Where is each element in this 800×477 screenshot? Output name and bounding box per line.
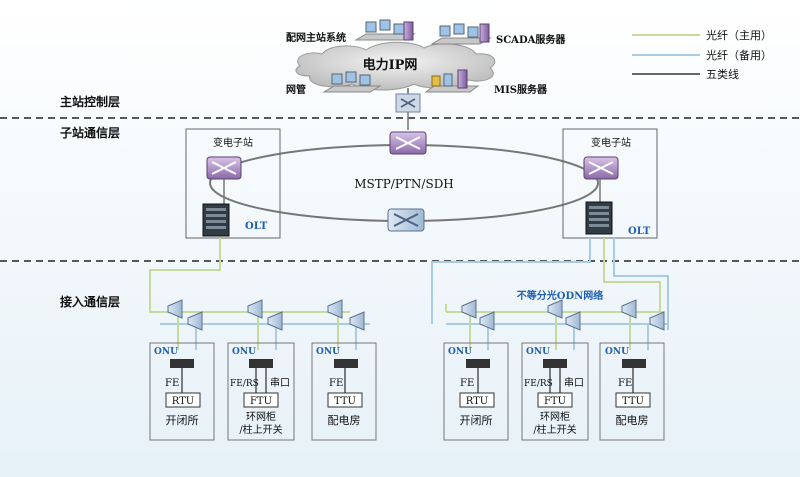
left-olt-label: OLT xyxy=(245,221,268,232)
fe-rs-label: FE/RS xyxy=(230,379,259,389)
splitter-icon xyxy=(247,299,263,319)
terminal-box xyxy=(149,342,215,441)
onu-label: ONU xyxy=(605,347,629,357)
substation-layer: MSTP/PTN/SDH 变电子站 OLT xyxy=(185,112,658,239)
right-substation-title: 变电子站 xyxy=(591,136,631,149)
onu-device xyxy=(622,359,646,368)
splitter-icon xyxy=(267,311,283,331)
network-management-label: 网管 xyxy=(286,83,306,96)
ttu-label: TTU xyxy=(622,396,644,407)
onu-label: ONU xyxy=(154,347,178,357)
onu-device xyxy=(543,359,567,368)
rtu-box xyxy=(165,392,201,408)
master-station: 电力IP网 配网主站系统 SCADA服务器 网管 xyxy=(286,19,566,113)
terminal-box xyxy=(227,342,295,441)
onu-label: ONU xyxy=(316,347,340,357)
ttu-label: TTU xyxy=(334,396,356,407)
right-substation-box xyxy=(562,128,658,239)
onu-device xyxy=(466,359,490,368)
terminal-ring-cabinet-left: ONU FE/RS 串口 FTU 环网柜 /柱上开关 xyxy=(227,342,295,441)
fe-rs-label: FE/RS xyxy=(524,379,553,389)
switch-station-label: 开闭所 xyxy=(166,414,199,427)
fe-label: FE xyxy=(618,378,632,389)
left-substation-router xyxy=(206,156,242,180)
splitter-icon xyxy=(565,311,581,331)
right-olt-device xyxy=(585,201,613,235)
terminal-box xyxy=(311,342,377,441)
pole-switch-label: /柱上开关 xyxy=(533,423,576,436)
splitter-icon xyxy=(479,311,495,331)
terminal-distribution-room-left: ONU FE TTU 配电房 xyxy=(311,342,377,441)
ftu-box xyxy=(537,392,573,408)
onu-label: ONU xyxy=(448,347,472,357)
onu-device xyxy=(249,359,273,368)
fe-label: FE xyxy=(165,378,179,389)
onu-label: ONU xyxy=(232,347,256,357)
fe-label: FE xyxy=(460,378,474,389)
onu-device xyxy=(334,359,358,368)
splitter-icon xyxy=(649,311,665,331)
legend-backup-label: 光纤（备用） xyxy=(706,48,772,62)
ring-label: MSTP/PTN/SDH xyxy=(354,177,454,191)
mis-server-label: MIS服务器 xyxy=(494,83,548,96)
splitter-icon xyxy=(327,299,343,319)
ring-cabinet-label: 环网柜 xyxy=(246,410,276,423)
rtu-label: RTU xyxy=(172,396,194,407)
distribution-master-system-icon xyxy=(354,19,416,41)
splitter-icon xyxy=(621,299,637,319)
distribution-master-system-label: 配网主站系统 xyxy=(286,31,346,44)
terminal-box xyxy=(599,342,665,441)
left-substation-box xyxy=(185,128,281,239)
onu-device xyxy=(170,359,194,368)
splitter-icon xyxy=(461,299,477,319)
legend: 光纤（主用） 光纤（备用） 五类线 xyxy=(632,28,772,81)
switch-station-label: 开闭所 xyxy=(460,414,493,427)
scada-server-icon xyxy=(430,23,492,45)
splitter-icon xyxy=(167,299,183,319)
splitter-icon xyxy=(349,311,365,331)
pole-switch-label: /柱上开关 xyxy=(239,423,282,436)
rtu-box xyxy=(459,392,495,408)
serial-port-label: 串口 xyxy=(564,377,584,389)
mis-server-icon xyxy=(424,69,480,93)
ttu-box xyxy=(327,392,363,408)
legend-primary-label: 光纤（主用） xyxy=(706,28,772,42)
network-management-icon xyxy=(322,71,382,93)
ring-node-bottom xyxy=(387,208,425,232)
ring-node-top xyxy=(389,131,427,155)
terminal-box xyxy=(521,342,589,441)
left-substation-title: 变电子站 xyxy=(213,136,253,149)
legend-cat5-label: 五类线 xyxy=(706,67,739,81)
terminal-switch-station-left: ONU FE RTU 开闭所 xyxy=(149,342,215,441)
fe-label: FE xyxy=(329,378,343,389)
ring-cabinet-label: 环网柜 xyxy=(540,410,570,423)
layer-label-master: 主站控制层 xyxy=(60,94,120,109)
right-substation-router xyxy=(583,156,619,180)
ttu-box xyxy=(615,392,651,408)
terminal-distribution-room-right: ONU FE TTU 配电房 xyxy=(599,342,665,441)
terminal-ring-cabinet-right: ONU FE/RS 串口 FTU 环网柜 /柱上开关 xyxy=(521,342,589,441)
distribution-room-label: 配电房 xyxy=(616,414,649,427)
terminal-box xyxy=(443,342,509,441)
terminal-switch-station-right: ONU FE RTU 开闭所 xyxy=(443,342,509,441)
left-olt-device xyxy=(202,203,230,237)
odn-network-label: 不等分光ODN网络 xyxy=(517,289,604,302)
serial-port-label: 串口 xyxy=(270,377,290,389)
optical-splitters xyxy=(167,299,665,331)
rtu-label: RTU xyxy=(466,396,488,407)
onu-label: ONU xyxy=(526,347,550,357)
ip-network-label: 电力IP网 xyxy=(363,57,418,73)
distribution-room-label: 配电房 xyxy=(328,414,361,427)
core-router-icon xyxy=(395,93,421,113)
layer-label-access: 接入通信层 xyxy=(60,294,120,309)
scada-server-label: SCADA服务器 xyxy=(496,33,566,46)
right-olt-label: OLT xyxy=(628,226,651,237)
ftu-label: FTU xyxy=(544,396,566,407)
layer-label-substation: 子站通信层 xyxy=(60,125,120,140)
ftu-label: FTU xyxy=(250,396,272,407)
ftu-box xyxy=(243,392,279,408)
splitter-icon xyxy=(547,299,563,319)
splitter-icon xyxy=(187,311,203,331)
